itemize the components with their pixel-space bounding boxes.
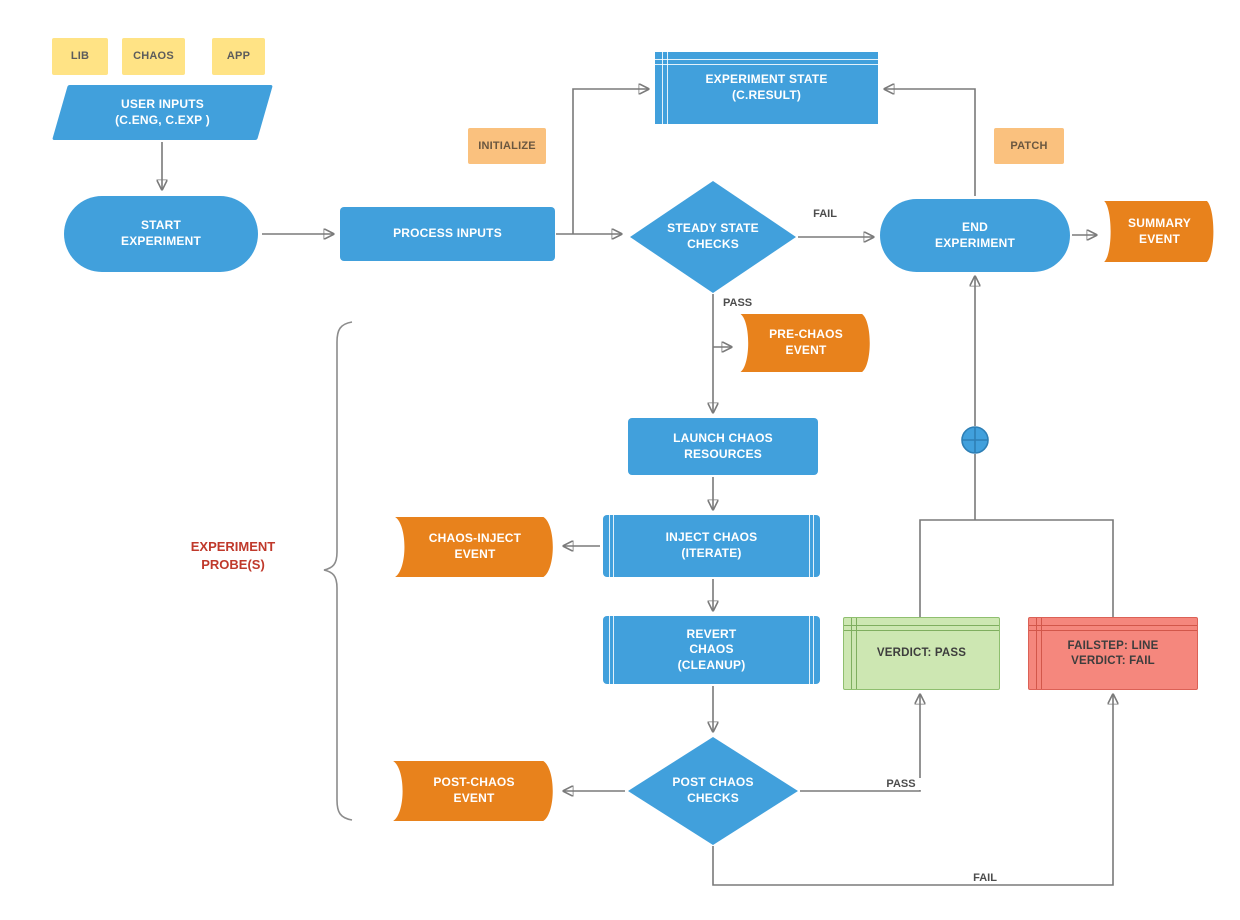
edge-label-fail-top: FAIL	[800, 208, 850, 220]
node-verdict-pass: VERDICT: PASS	[843, 617, 1000, 690]
edge-label-pass-bottom: PASS	[876, 778, 926, 790]
node-label: START EXPERIMENT	[120, 218, 201, 248]
badge-patch: PATCH	[994, 128, 1064, 164]
node-pre-chaos-event: PRE-CHAOS EVENT	[738, 314, 874, 372]
node-label: EXPERIMENT STATE (C.RESULT)	[705, 72, 828, 102]
sticky-label: CHAOS	[133, 50, 174, 63]
node-label: INJECT CHAOS (ITERATE)	[665, 530, 758, 560]
edge-fail-to-failstep	[712, 695, 1113, 886]
node-label: VERDICT: PASS	[876, 647, 967, 660]
edge-label-pass-top: PASS	[720, 297, 756, 309]
banner-shape	[393, 761, 553, 821]
node-process-inputs: PROCESS INPUTS	[340, 207, 555, 261]
sticky-label: LIB	[70, 50, 90, 63]
node-label: LAUNCH CHAOS RESOURCES	[673, 430, 773, 461]
node-end-experiment: END EXPERIMENT	[880, 199, 1070, 272]
node-label: PROCESS INPUTS	[393, 226, 502, 241]
node-post-chaos-event: POST-CHAOS EVENT	[390, 761, 558, 821]
node-label: SUMMARY EVENT	[1128, 215, 1191, 246]
node-summary-event: SUMMARY EVENT	[1102, 201, 1217, 262]
node-label: REVERT CHAOS (CLEANUP)	[677, 626, 746, 672]
badge-initialize: INITIALIZE	[468, 128, 546, 164]
node-revert-chaos: REVERT CHAOS (CLEANUP)	[603, 616, 820, 684]
sticky-note-lib: LIB	[52, 38, 108, 75]
banner-shape	[740, 314, 870, 372]
node-label: POST-CHAOS EVENT	[433, 775, 515, 805]
banner-shape	[1104, 201, 1214, 262]
edge-label-fail-bottom: FAIL	[960, 872, 1010, 884]
node-label: END EXPERIMENT	[934, 219, 1015, 250]
badge-label: INITIALIZE	[478, 139, 536, 152]
edge-pass-to-verdict	[800, 695, 920, 792]
experiment-probes-label: EXPERIMENT PROBE(S)	[190, 539, 276, 572]
node-chaos-inject-event: CHAOS-INJECT EVENT	[392, 517, 558, 577]
sticky-label: APP	[226, 50, 251, 63]
node-user-inputs: USER INPUTS (C.ENG, C.EXP )	[52, 85, 273, 140]
node-inject-chaos: INJECT CHAOS (ITERATE)	[603, 515, 820, 577]
probe-brace	[323, 321, 353, 821]
node-experiment-state: EXPERIMENT STATE (C.RESULT)	[655, 52, 878, 124]
or-junction-cross-icon	[962, 427, 988, 453]
edge-patch-to-state	[885, 89, 976, 196]
node-start-experiment: START EXPERIMENT	[64, 196, 258, 272]
sticky-note-app: APP	[212, 38, 265, 75]
node-label: USER INPUTS (C.ENG, C.EXP )	[115, 96, 210, 127]
banner-shape	[395, 517, 553, 577]
badge-label: PATCH	[1010, 139, 1048, 152]
edge-verdicts-merge	[919, 519, 1114, 617]
node-failstep: FAILSTEP: LINE VERDICT: FAIL	[1028, 617, 1198, 690]
node-launch-chaos-resources: LAUNCH CHAOS RESOURCES	[628, 418, 818, 475]
node-label: POST CHAOS CHECKS	[672, 775, 754, 805]
sticky-note-chaos: CHAOS	[122, 38, 185, 75]
node-label: FAILSTEP: LINE VERDICT: FAIL	[1067, 639, 1159, 667]
node-label: CHAOS-INJECT EVENT	[428, 531, 522, 561]
node-label: PRE-CHAOS EVENT	[769, 327, 843, 357]
node-label: STEADY STATE CHECKS	[667, 221, 759, 251]
edge-initialize-to-state	[572, 89, 648, 234]
